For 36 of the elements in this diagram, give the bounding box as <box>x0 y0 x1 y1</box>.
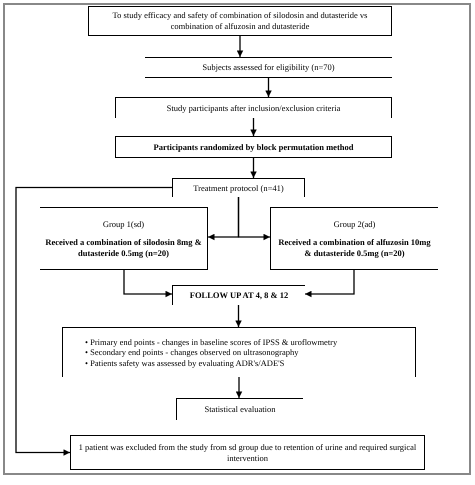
process-box <box>270 207 438 270</box>
arrow <box>250 118 257 136</box>
box-text: FOLLOW UP AT 4, 8 & 12 <box>190 290 288 301</box>
arrow <box>235 305 242 327</box>
bullet-item: • Patients safety was assessed by evaluating ADR's/ADE'S <box>85 358 284 368</box>
process-box <box>88 6 392 36</box>
box-text: Participants randomized by block permutation method <box>154 142 354 152</box>
process-box <box>115 136 392 158</box>
arrow <box>236 36 244 57</box>
arrow <box>238 197 270 240</box>
group-heading: Group 1(sd) <box>102 218 144 230</box>
process-box <box>176 398 303 420</box>
arrow <box>250 158 257 178</box>
arrow <box>265 78 272 97</box>
process-box <box>115 97 392 118</box>
group-heading: Group 2(ad) <box>334 218 376 230</box>
box-text: Subjects assessed for eligibility (n=70) <box>202 62 335 73</box>
arrow <box>236 377 242 398</box>
arrow <box>15 186 172 456</box>
process-box <box>40 207 208 270</box>
box-text: Treatment protocol (n=41) <box>193 182 284 194</box>
bullet-item: • Primary end points - changes in baseline scores of IPSS & uroflowmetry <box>85 336 338 348</box>
arrow <box>123 270 172 298</box>
arrow <box>305 270 355 298</box>
box-text: Received a combination of alfuzosin 10mg & dutasteride 0.5mg (n=20) <box>277 237 432 258</box>
bullet-item: • Secondary end points - changes observed on ultrasonography <box>85 347 299 358</box>
box-text: Study participants after inclusion/exclusion criteria <box>166 102 340 114</box>
box-text: Received a combination of silodosin 8mg & dutasteride 0.5mg (n=20) <box>44 237 203 258</box>
process-box <box>172 178 305 197</box>
process-box <box>62 327 416 377</box>
process-box <box>172 285 305 305</box>
process-box <box>70 435 425 470</box>
box-text: 1 patient was excluded from the study from sd group due to retention of urine and required surgical intervention <box>78 442 418 464</box>
process-box <box>145 57 392 78</box>
box-text: To study efficacy and safety of combination of silodosin and dutasteride vs combination of alfuzosin and dutasteride <box>112 10 368 32</box>
box-text: Statistical evaluation <box>204 404 276 415</box>
